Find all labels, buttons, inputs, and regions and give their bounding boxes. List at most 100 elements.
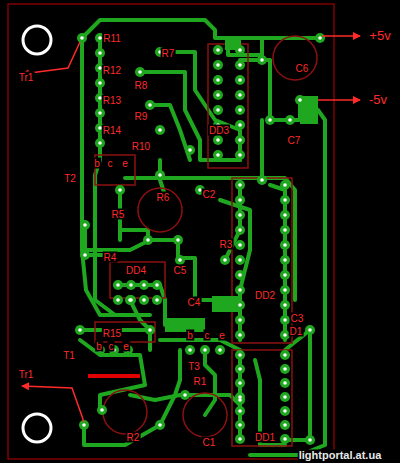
- pad: [235, 270, 245, 280]
- pad: [280, 434, 290, 444]
- drill-hole: [142, 283, 146, 287]
- pad: [77, 33, 87, 43]
- pad: [152, 295, 162, 305]
- pad: [175, 255, 185, 265]
- copper-traces: [80, 20, 325, 455]
- pad: [280, 392, 290, 402]
- pad: [280, 300, 290, 310]
- drill-hole: [98, 111, 102, 115]
- pad: [280, 225, 290, 235]
- part-label: DD4: [125, 265, 147, 276]
- pad: [155, 420, 165, 430]
- part-label: R14: [102, 125, 122, 136]
- drill-hole: [238, 381, 242, 385]
- pad: [280, 315, 290, 325]
- pad: [235, 60, 245, 70]
- pad: [235, 364, 245, 374]
- drill-hole: [283, 409, 287, 413]
- pad: [280, 420, 290, 430]
- part-label: R13: [102, 95, 122, 106]
- pad: [235, 240, 245, 250]
- part-label: DD2: [254, 290, 276, 301]
- part-label: e: [122, 341, 130, 352]
- pad: [235, 45, 245, 55]
- pad: [265, 115, 275, 125]
- part-label: b: [186, 330, 194, 341]
- drill-hole: [158, 173, 162, 177]
- pad: [220, 255, 230, 265]
- drill-hole: [148, 328, 152, 332]
- pad: [235, 315, 245, 325]
- drill-hole: [238, 78, 242, 82]
- drill-hole: [138, 70, 142, 74]
- drill-hole: [183, 393, 187, 397]
- pad: [152, 280, 162, 290]
- drill-hole: [98, 51, 102, 55]
- pad: [213, 105, 223, 115]
- pad: [143, 235, 153, 245]
- pad: [235, 255, 245, 265]
- pad: [295, 95, 305, 105]
- drill-hole: [298, 98, 302, 102]
- part-label: Tr1: [18, 72, 35, 83]
- part-label: T3: [187, 361, 201, 372]
- drill-hole: [238, 333, 242, 337]
- drill-hole: [176, 238, 180, 242]
- pad: [235, 378, 245, 388]
- pad: [280, 195, 290, 205]
- drill-hole: [188, 348, 192, 352]
- part-label: c: [107, 158, 114, 169]
- pad: [280, 255, 290, 265]
- pad: [145, 325, 155, 335]
- drill-hole: [238, 318, 242, 322]
- drill-hole: [116, 283, 120, 287]
- part-label: DD3: [208, 125, 230, 136]
- pad: [235, 330, 245, 340]
- drill-hole: [283, 395, 287, 399]
- pad: [126, 280, 136, 290]
- part-label: R4: [103, 252, 118, 263]
- drill-hole: [216, 78, 220, 82]
- pad: [280, 210, 290, 220]
- pad: [235, 300, 245, 310]
- part-label: T2: [63, 173, 77, 184]
- part-label: Tr1: [18, 369, 35, 380]
- drill-hole: [118, 188, 122, 192]
- drill-hole: [238, 138, 242, 142]
- drill-hole: [283, 213, 287, 217]
- drill-hole: [238, 213, 242, 217]
- supply-label: +5v: [368, 29, 391, 43]
- drill-hole: [100, 408, 104, 412]
- pad: [235, 150, 245, 160]
- drill-hole: [308, 438, 312, 442]
- pad: [139, 280, 149, 290]
- part-label: R12: [102, 65, 122, 76]
- pad: [280, 270, 290, 280]
- drill-hole: [283, 381, 287, 385]
- pad: [235, 90, 245, 100]
- pad: [235, 120, 245, 130]
- drill-hole: [283, 243, 287, 247]
- drill-hole: [283, 318, 287, 322]
- drill-hole: [155, 298, 159, 302]
- pad: [213, 150, 223, 160]
- pad: [280, 364, 290, 374]
- part-label: e: [121, 158, 129, 169]
- pad: [235, 75, 245, 85]
- pad: [235, 285, 245, 295]
- drill-hole: [82, 423, 86, 427]
- part-label: R3: [219, 239, 234, 250]
- pad: [155, 125, 165, 135]
- drill-hole: [218, 348, 222, 352]
- pad: [213, 60, 223, 70]
- pad: [145, 100, 155, 110]
- pad: [80, 250, 90, 260]
- pad: [235, 350, 245, 360]
- watermark: lightportal.at.ua: [298, 450, 383, 461]
- drill-hole: [83, 223, 87, 227]
- mounting-hole: [23, 26, 51, 54]
- drill-hole: [238, 437, 242, 441]
- drill-hole: [238, 198, 242, 202]
- smd-pads: [165, 36, 318, 332]
